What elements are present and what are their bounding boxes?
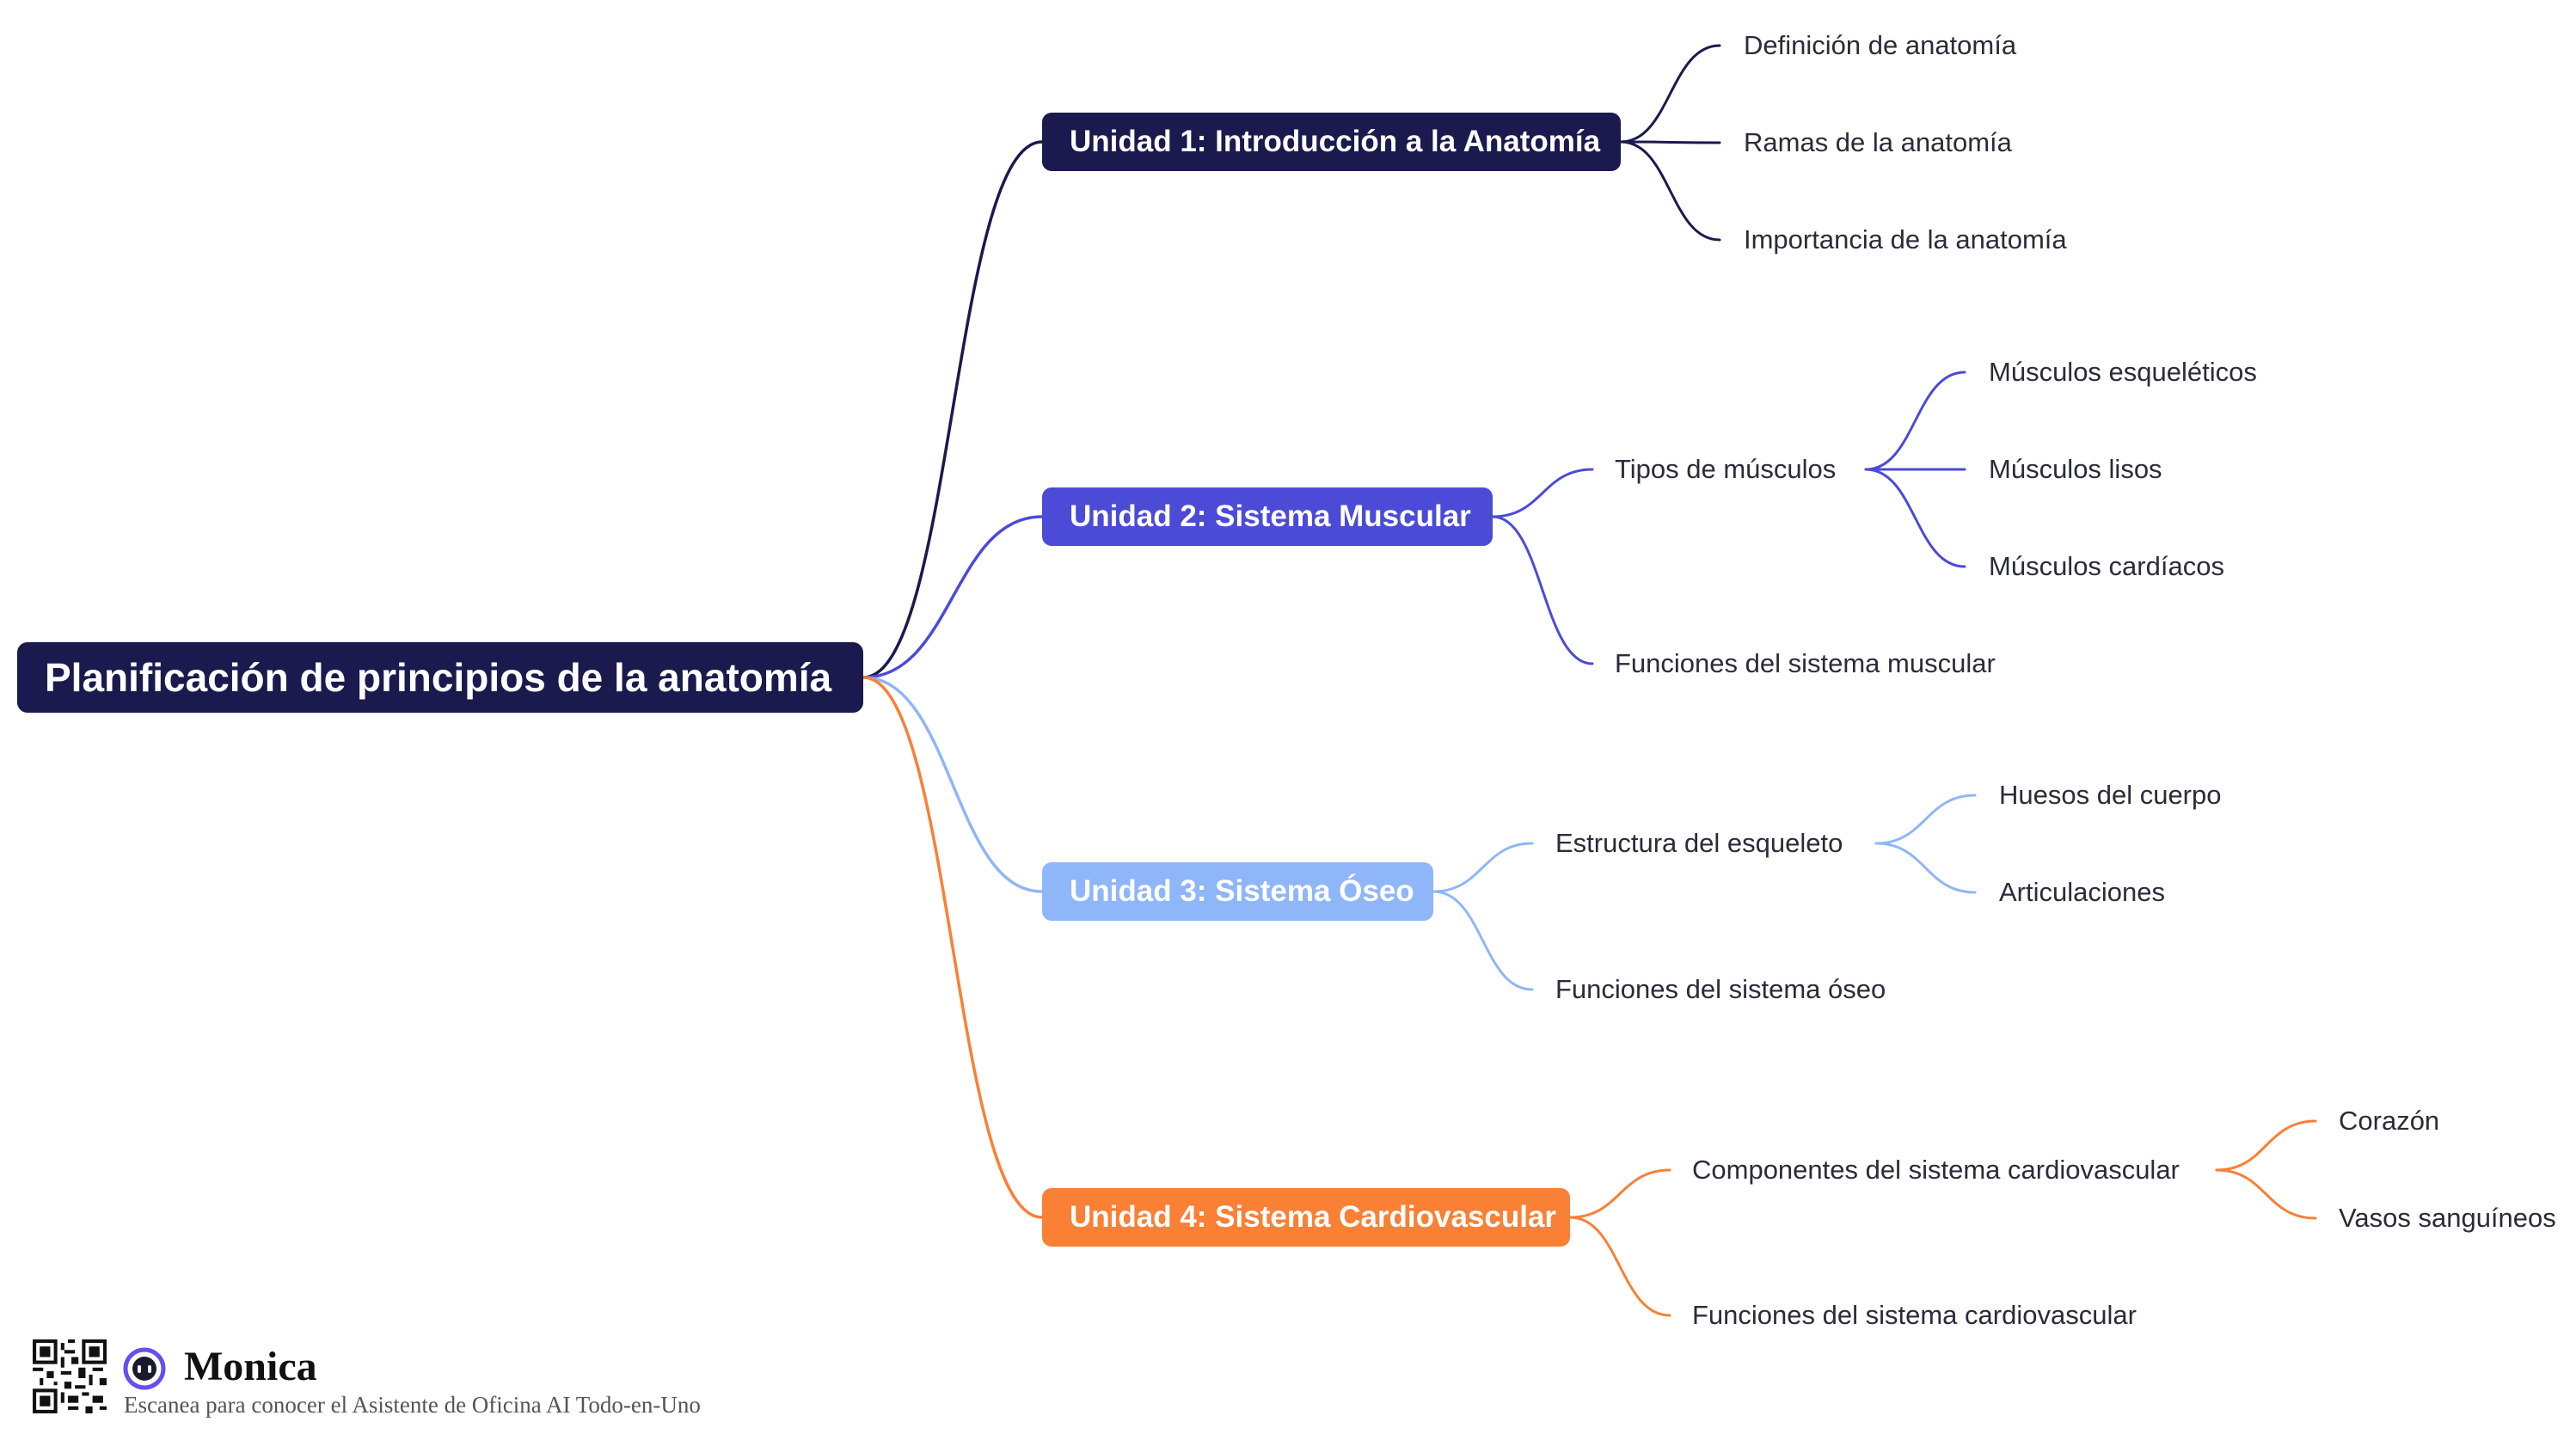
unit-4-node[interactable]: Unidad 4: Sistema Cardiovascular [1042, 1188, 1570, 1247]
unit-2-topic-funciones[interactable]: Funciones del sistema muscular [1615, 648, 1996, 678]
unit-1-topic-ramas[interactable]: Ramas de la anatomía [1744, 127, 2012, 157]
monica-watermark: Monica Escanea para conocer el Asistente… [33, 1338, 738, 1418]
unit-3-subtopic-articulaciones[interactable]: Articulaciones [1999, 877, 2165, 907]
unit-4-subtopic-vasos[interactable]: Vasos sanguíneos [2339, 1203, 2556, 1233]
connector-unit-1-topic-2 [1619, 140, 1721, 144]
connector-root-unit-3 [862, 676, 1044, 893]
connector-unit-3-topic-1 [1432, 842, 1534, 893]
connector-unit-2-topic-2 [1491, 515, 1594, 665]
connector-unit-2-subtopic-1 [1864, 371, 1966, 471]
unit-4-subtopic-corazon[interactable]: Corazón [2339, 1106, 2440, 1136]
connector-root-unit-4 [862, 676, 1044, 1219]
connector-unit-4-topic-2 [1568, 1216, 1671, 1317]
connector-unit-1-topic-1 [1619, 44, 1721, 144]
brand-name: Monica [184, 1344, 317, 1389]
connector-root-unit-1 [862, 140, 1044, 679]
unit-3-topic-funciones[interactable]: Funciones del sistema óseo [1555, 974, 1886, 1004]
unit-2-subtopic-cardiacos[interactable]: Músculos cardíacos [1989, 551, 2224, 581]
unit-3-node[interactable]: Unidad 3: Sistema Óseo [1042, 862, 1433, 921]
unit-2-subtopic-lisos[interactable]: Músculos lisos [1989, 454, 2162, 484]
connector-unit-4-topic-1 [1568, 1168, 1671, 1219]
unit-2-node[interactable]: Unidad 2: Sistema Muscular [1042, 487, 1493, 546]
unit-3-topic-estructura[interactable]: Estructura del esqueleto [1555, 828, 1843, 858]
root-node[interactable]: Planificación de principios de la anatom… [17, 642, 863, 713]
qr-code-icon [33, 1339, 107, 1413]
brand-tagline: Escanea para conocer el Asistente de Ofi… [124, 1392, 701, 1418]
unit-1-node[interactable]: Unidad 1: Introducción a la Anatomía [1042, 113, 1621, 171]
connector-unit-2-topic-1 [1491, 468, 1594, 518]
unit-3-subtopic-huesos[interactable]: Huesos del cuerpo [1999, 780, 2222, 810]
unit-4-topic-funciones[interactable]: Funciones del sistema cardiovascular [1692, 1300, 2137, 1330]
connector-unit-3-subtopic-2 [1874, 842, 1977, 894]
connector-unit-3-subtopic-1 [1874, 794, 1977, 845]
connector-unit-1-topic-3 [1619, 140, 1721, 242]
unit-4-topic-componentes[interactable]: Componentes del sistema cardiovascular [1692, 1155, 2180, 1185]
connector-unit-2-subtopic-3 [1864, 468, 1966, 568]
connector-unit-4-subtopic-1 [2215, 1119, 2317, 1172]
connector-root-unit-2 [862, 515, 1044, 679]
connector-unit-4-subtopic-2 [2215, 1168, 2317, 1220]
unit-2-topic-tipos[interactable]: Tipos de músculos [1615, 454, 1837, 484]
unit-2-subtopic-esqueleticos[interactable]: Músculos esqueléticos [1989, 357, 2257, 387]
connector-unit-3-topic-2 [1432, 890, 1534, 991]
unit-1-topic-definicion[interactable]: Definición de anatomía [1744, 30, 2017, 60]
unit-1-topic-importancia[interactable]: Importancia de la anatomía [1744, 224, 2067, 254]
monica-logo-icon [123, 1347, 166, 1390]
